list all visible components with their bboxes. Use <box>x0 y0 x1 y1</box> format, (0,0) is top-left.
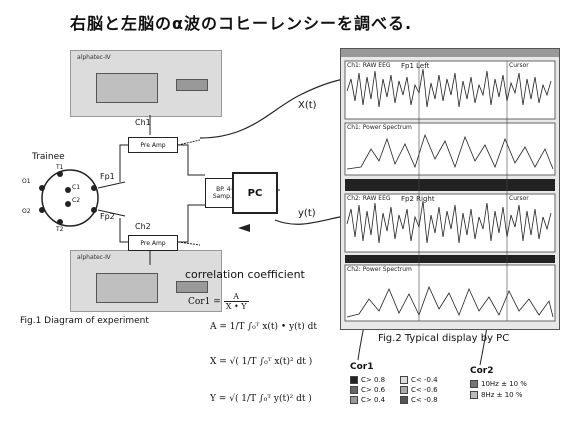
a-equation: A = 1/T ∫₀ᵀ x(t) • y(t) dt <box>210 322 318 332</box>
legend-label: C> 0.8 <box>361 376 386 384</box>
legend-item: C< -0.6 <box>400 386 450 394</box>
cor1-legend-title: Cor1 <box>350 362 374 372</box>
cor1-lhs: Cor1 = <box>188 296 221 307</box>
ch1-label: Ch1 <box>135 118 151 127</box>
cor1-numerator: A <box>233 292 240 301</box>
fig2-caption: Fig.2 Typical display by PC <box>378 333 510 344</box>
y-equation: Y = √( 1/T ∫₀ᵀ y(t)² dt ) <box>210 394 312 404</box>
x-equation: X = √( 1/T ∫₀ᵀ x(t)² dt ) <box>210 357 313 367</box>
corr-heading: correlation coefficient <box>185 268 305 281</box>
signal-x-label: X(t) <box>298 100 317 111</box>
legend-label: 8Hz ± 10 % <box>481 391 523 399</box>
legend-label: C> 0.4 <box>361 396 386 404</box>
page-title: 右脳と左脳のα波のコヒーレンシーを調べる. <box>70 14 413 33</box>
electrode-label: T1 <box>56 164 64 171</box>
electrode-label: T2 <box>56 226 64 233</box>
legend-label: 10Hz ± 10 % <box>481 380 527 388</box>
electrode-label: O1 <box>22 178 31 185</box>
preamp-ch2: Pre Amp <box>128 235 178 251</box>
legend-label: C< -0.8 <box>411 396 438 404</box>
trainee-label: Trainee <box>32 152 65 162</box>
fp1-label: Fp1 <box>100 172 115 181</box>
electrode-label: O2 <box>22 208 31 215</box>
panel1-label: Fp1 Left <box>401 62 430 70</box>
cor1-fraction: A X • Y <box>223 292 249 311</box>
signal-y-label: y(t) <box>298 208 316 219</box>
head-diagram <box>39 169 126 227</box>
legend-item: C< -0.8 <box>400 396 450 404</box>
pc-box: PC <box>232 172 278 214</box>
legend-item: 8Hz ± 10 % <box>470 391 527 399</box>
ch2-label: Ch2 <box>135 222 151 231</box>
panel1-header: Ch1: RAW EEG <box>347 62 391 69</box>
electrode-label: C1 <box>72 184 81 191</box>
eeg-device <box>96 73 158 103</box>
photo-brand: alphatec-Ⅳ <box>77 54 111 61</box>
cor1-denominator: X • Y <box>223 301 249 311</box>
panel2-header: Ch1: Power Spectrum <box>347 124 412 131</box>
panel4-header: Ch2: Power Spectrum <box>347 266 412 273</box>
legend-item: 10Hz ± 10 % <box>470 380 527 388</box>
cor1-equation: Cor1 = A X • Y <box>188 292 249 311</box>
fig1-caption: Fig.1 Diagram of experiment <box>20 316 149 326</box>
cor2-legend-title: Cor2 <box>470 366 494 376</box>
panel1-cursor: Cursor <box>509 62 529 69</box>
photo-brand: alphatec-Ⅳ <box>77 254 111 261</box>
preamp-ch1: Pre Amp <box>128 137 178 153</box>
eeg-device <box>96 273 158 303</box>
device-photo-bottom: alphatec-Ⅳ <box>70 250 222 312</box>
fp2-label: Fp2 <box>100 212 115 221</box>
cor1-legend: C> 0.8 C< -0.4 C> 0.6 C< -0.6 C> 0.4 C< … <box>350 376 450 404</box>
legend-item: C> 0.6 <box>350 386 400 394</box>
electrode-label: C2 <box>72 197 81 204</box>
cable-box <box>176 281 208 293</box>
legend-item: C> 0.8 <box>350 376 400 384</box>
panel3-cursor: Cursor <box>509 195 529 202</box>
panel3-header: Ch2: RAW EEG <box>347 195 391 202</box>
legend-item: C< -0.4 <box>400 376 450 384</box>
cor2-legend: 10Hz ± 10 % 8Hz ± 10 % <box>470 380 527 399</box>
eeg-traces <box>341 49 559 322</box>
legend-label: C< -0.4 <box>411 376 438 384</box>
cable-box <box>176 79 208 91</box>
legend-label: C> 0.6 <box>361 386 386 394</box>
legend-label: C< -0.6 <box>411 386 438 394</box>
legend-item: C> 0.4 <box>350 396 400 404</box>
device-photo-top: alphatec-Ⅳ <box>70 50 222 117</box>
panel3-label: Fp2 Right <box>401 195 435 203</box>
eeg-window: Ch1: RAW EEG Fp1 Left Cursor Ch1: Power … <box>340 48 560 330</box>
